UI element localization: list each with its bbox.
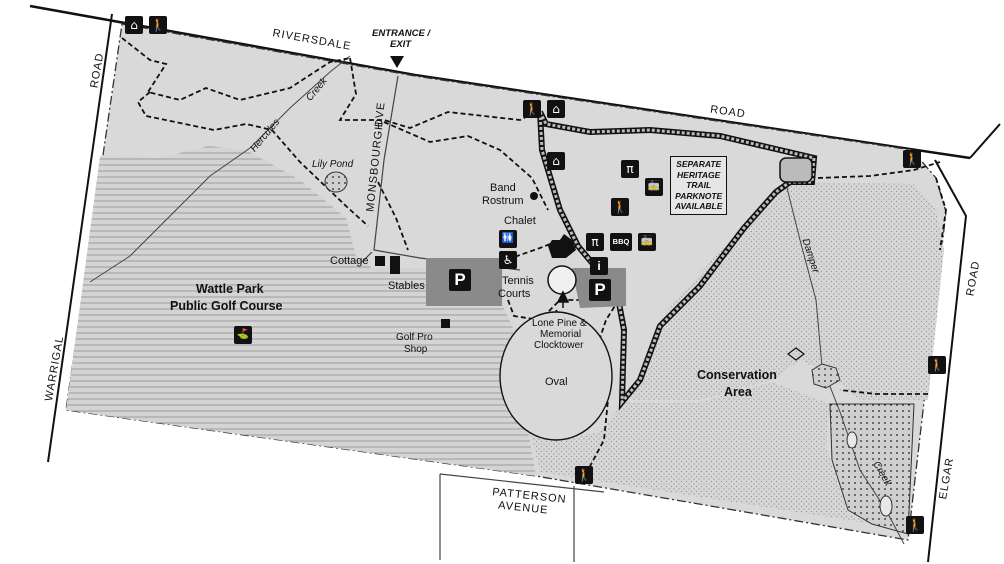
golf-course-label-1: Wattle Park xyxy=(196,282,264,296)
entrance-label-2: EXIT xyxy=(390,39,412,50)
hercules-creek xyxy=(89,55,351,283)
chalet-label: Chalet xyxy=(504,215,536,227)
track-mid xyxy=(383,121,549,211)
rock-outcrop xyxy=(811,363,841,389)
parking-icon-west: P xyxy=(449,269,471,291)
heritage-note-line-5: AVAILABLE xyxy=(675,201,723,211)
riversdale-road-line-east xyxy=(969,123,1001,159)
monsbourgh-drive-suffix-label: DVE xyxy=(373,101,388,128)
golf-course-label-2: Public Golf Course xyxy=(170,299,283,313)
bbq-icon: BBQ xyxy=(610,233,632,251)
lone-pine-label-1: Lone Pine & xyxy=(532,318,587,329)
oval-label: Oval xyxy=(545,376,568,388)
tennis-courts-label-1: Tennis xyxy=(502,275,534,287)
golf-course-area xyxy=(66,146,536,476)
heritage-trail-end xyxy=(779,157,813,183)
right-road-line xyxy=(927,159,968,563)
parking-icon-east: P xyxy=(589,279,611,301)
golf-pro-shop-label-1: Golf Pro xyxy=(396,332,433,343)
lily-pond-label: Lily Pond xyxy=(312,159,354,170)
conservation-area-lower xyxy=(530,382,874,524)
walker-icon-south: 🚶 xyxy=(575,466,593,484)
info-icon: i xyxy=(590,257,608,275)
creek-pool-south xyxy=(879,495,893,517)
walker-icon-ne: 🚶 xyxy=(903,150,921,168)
heritage-parknote-box: SEPARATE HERITAGE TRAIL PARKNOTE AVAILAB… xyxy=(670,156,728,215)
conservation-area-label-2: Area xyxy=(724,385,752,399)
golf-tee-icon: ⛳ xyxy=(234,326,252,344)
walker-icon-north: 🚶 xyxy=(523,100,541,118)
shelter-icon-mid: ⌂ xyxy=(547,152,565,170)
walker-icon-mid: 🚶 xyxy=(611,198,629,216)
track-east-lower xyxy=(839,389,928,395)
roundabout xyxy=(547,265,577,295)
conservation-area-label-1: Conservation xyxy=(697,368,777,382)
heritage-note-line-4: PARKNOTE xyxy=(675,190,723,201)
track-north xyxy=(121,37,351,101)
accessible-icon: ♿ xyxy=(499,251,517,269)
stables-building xyxy=(390,256,400,274)
walker-icon-nw: 🚶 xyxy=(149,16,167,34)
entrance-arrow xyxy=(390,56,404,68)
heritage-note-line-1: SEPARATE xyxy=(676,159,722,169)
lone-pine-arrow xyxy=(556,290,570,308)
stables-label: Stables xyxy=(388,280,425,292)
track-west xyxy=(136,91,369,227)
chalet-building xyxy=(548,234,576,258)
tram-icon-north: 🚋 xyxy=(645,178,663,196)
patterson-road-lines xyxy=(439,473,605,562)
track-stables xyxy=(377,181,409,251)
walker-icon-se: 🚶 xyxy=(906,516,924,534)
walker-icon-east: 🚶 xyxy=(928,356,946,374)
tram-icon-chalet: 🚋 xyxy=(638,233,656,251)
diamond-marker xyxy=(787,347,805,361)
golf-pro-shop-label-2: Shop xyxy=(404,344,428,355)
lone-pine-label-3: Clocktower xyxy=(534,340,584,351)
track-east xyxy=(817,161,941,179)
track-east-rim xyxy=(935,177,947,251)
left-road-line xyxy=(47,13,113,463)
picnic-icon-chalet: π xyxy=(586,233,604,251)
entrance-label-1: ENTRANCE / xyxy=(372,28,431,39)
track-lower-north xyxy=(338,57,541,129)
shelter-icon-nw: ⌂ xyxy=(125,16,143,34)
oval-field xyxy=(499,311,613,441)
cottage-label: Cottage xyxy=(330,255,369,267)
conservation-area xyxy=(630,182,944,400)
creek-pool xyxy=(846,431,858,449)
tennis-courts-label-2: Courts xyxy=(498,288,531,300)
cottage-building xyxy=(375,256,385,266)
toilets-icon: 🚻 xyxy=(499,230,517,248)
band-rostrum-marker xyxy=(530,192,538,200)
lily-pond xyxy=(324,171,348,193)
heritage-note-line-2: HERITAGE xyxy=(677,169,721,180)
shelter-icon-north: ⌂ xyxy=(547,100,565,118)
golf-pro-shop-building xyxy=(441,319,450,328)
lone-pine-label-2: Memorial xyxy=(540,329,582,340)
heritage-note-line-3: TRAIL xyxy=(686,180,712,190)
picnic-icon-north: π xyxy=(621,160,639,178)
band-rostrum-label-2: Rostrum xyxy=(482,195,524,207)
band-rostrum-label-1: Band xyxy=(490,182,516,194)
